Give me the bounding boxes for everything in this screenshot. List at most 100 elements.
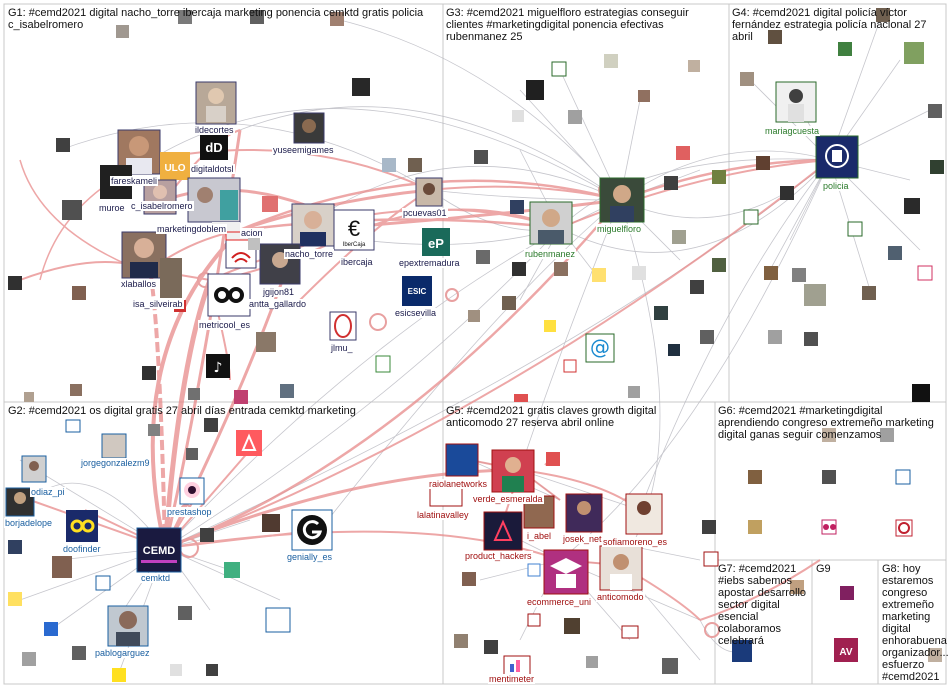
- node-small[interactable]: [804, 332, 818, 346]
- node-small[interactable]: [586, 656, 598, 668]
- node-at-icon[interactable]: @: [585, 333, 615, 363]
- node-small[interactable]: [188, 388, 200, 400]
- node-xlaballos[interactable]: [121, 231, 167, 279]
- node-small[interactable]: [764, 266, 778, 280]
- node-small[interactable]: [468, 310, 480, 322]
- node-small[interactable]: [52, 556, 72, 578]
- node-nacho-torre[interactable]: [291, 203, 335, 247]
- node-small[interactable]: [862, 286, 876, 300]
- node-small[interactable]: [928, 648, 942, 662]
- node-small[interactable]: [8, 592, 22, 606]
- node-odiaz-pi[interactable]: [21, 455, 47, 483]
- node-marketingdoblem[interactable]: [187, 177, 241, 223]
- node-small[interactable]: [822, 470, 836, 484]
- node-small[interactable]: [792, 268, 806, 282]
- node-small[interactable]: [510, 200, 524, 214]
- node-pcuevas01[interactable]: [415, 177, 443, 207]
- node-av[interactable]: [834, 638, 858, 662]
- node-small[interactable]: [592, 268, 606, 282]
- node-small[interactable]: [904, 42, 924, 64]
- node-small[interactable]: [768, 330, 782, 344]
- node-small[interactable]: [703, 551, 719, 567]
- node-small[interactable]: [526, 80, 544, 100]
- node-verde-esmeralda[interactable]: [491, 449, 535, 493]
- node-ibercaja[interactable]: € IberCaja: [333, 209, 375, 251]
- node-small[interactable]: [740, 72, 754, 86]
- node-small[interactable]: [8, 276, 22, 290]
- node-small[interactable]: [712, 170, 726, 184]
- node-small[interactable]: [664, 176, 678, 190]
- node-small[interactable]: [462, 572, 476, 586]
- node-small[interactable]: [638, 90, 650, 102]
- node-small[interactable]: [690, 280, 704, 294]
- node-small[interactable]: [928, 104, 942, 118]
- node-small[interactable]: [514, 394, 528, 402]
- node-small[interactable]: [24, 392, 34, 402]
- node-yuseemigames[interactable]: [293, 112, 325, 144]
- node-small[interactable]: [44, 622, 58, 636]
- node-small[interactable]: [112, 668, 126, 682]
- node-pablogarguez[interactable]: [107, 605, 149, 647]
- node-small[interactable]: [280, 384, 294, 398]
- node-small[interactable]: [70, 384, 82, 396]
- node-esicsevilla[interactable]: ESIC: [402, 276, 432, 306]
- node-small[interactable]: [672, 230, 686, 244]
- node-jorgegonzalezm9[interactable]: [101, 433, 127, 459]
- node-small[interactable]: [662, 658, 678, 674]
- node-small[interactable]: [917, 265, 933, 281]
- node-small[interactable]: [22, 652, 36, 666]
- node-small[interactable]: [732, 640, 752, 662]
- node-small[interactable]: [804, 284, 826, 306]
- node-small[interactable]: [546, 452, 560, 466]
- node-small[interactable]: [186, 448, 198, 460]
- node-small[interactable]: [72, 286, 86, 300]
- node-small[interactable]: [62, 200, 82, 220]
- node-small[interactable]: [65, 419, 81, 433]
- node-small[interactable]: [56, 138, 70, 152]
- node-small[interactable]: [840, 586, 854, 600]
- node-miguelfloro[interactable]: [599, 177, 645, 223]
- node-small[interactable]: [830, 524, 836, 530]
- node-small[interactable]: [904, 198, 920, 214]
- node-small[interactable]: [930, 160, 944, 174]
- node-small[interactable]: [743, 209, 759, 225]
- node-ulo[interactable]: ULO: [160, 152, 190, 180]
- node-small[interactable]: [484, 640, 498, 654]
- node-ecommerce-uni[interactable]: [543, 549, 589, 595]
- node-small[interactable]: [876, 8, 890, 22]
- node-mentimeter[interactable]: [503, 655, 531, 677]
- node-small[interactable]: [632, 266, 646, 280]
- node-ildecortes[interactable]: [195, 81, 237, 125]
- node-small[interactable]: [474, 150, 488, 164]
- node-small[interactable]: [847, 221, 863, 237]
- node-small[interactable]: [262, 514, 280, 532]
- node-small[interactable]: [148, 424, 160, 436]
- node-small[interactable]: [206, 664, 218, 676]
- node-small[interactable]: [756, 156, 770, 170]
- node-small[interactable]: [702, 520, 716, 534]
- node-small[interactable]: [668, 344, 680, 356]
- node-small[interactable]: [628, 386, 640, 398]
- node-small[interactable]: [502, 296, 516, 310]
- node-small[interactable]: [700, 330, 714, 344]
- node-small[interactable]: [823, 524, 829, 530]
- node-small[interactable]: [512, 262, 526, 276]
- node-small[interactable]: [654, 306, 668, 320]
- node-raiolanetworks[interactable]: [445, 443, 479, 477]
- node-sofiamoreno-es[interactable]: [625, 493, 663, 535]
- node-small[interactable]: [142, 366, 156, 380]
- node-policia[interactable]: [815, 135, 859, 179]
- node-product-hackers[interactable]: [483, 511, 523, 551]
- node-small[interactable]: [250, 10, 264, 24]
- node-small[interactable]: [454, 634, 468, 648]
- node-small[interactable]: [688, 60, 700, 72]
- node-cemktd[interactable]: CEMD: [136, 527, 182, 573]
- node-small[interactable]: [621, 625, 639, 639]
- node-small[interactable]: [527, 563, 541, 577]
- node-small[interactable]: [512, 110, 524, 122]
- node-small[interactable]: [898, 522, 910, 534]
- node-small[interactable]: [248, 238, 260, 250]
- node-small[interactable]: [748, 470, 762, 484]
- node-tiktok-g1[interactable]: ♪: [206, 354, 230, 378]
- node-small[interactable]: [234, 390, 248, 404]
